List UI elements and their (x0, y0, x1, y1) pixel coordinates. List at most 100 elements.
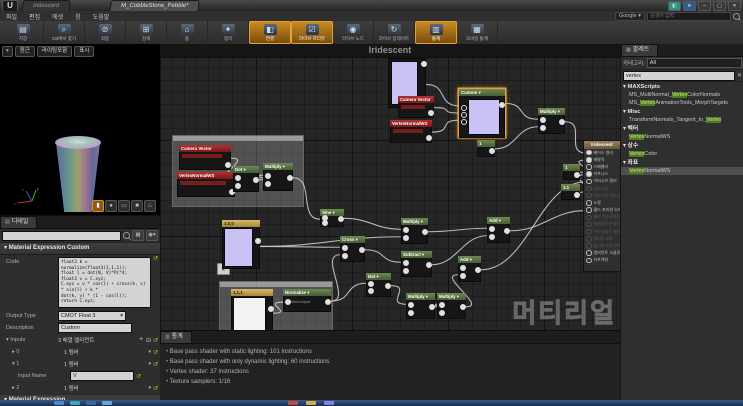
apply-button[interactable]: ⊘적용 (85, 21, 126, 44)
comment-header[interactable] (173, 136, 303, 141)
viewport-show-button[interactable]: 표시 (74, 46, 95, 57)
menu-asset[interactable]: 에셋 (52, 14, 64, 21)
palette-search-input[interactable] (623, 70, 735, 81)
menu-window[interactable]: 창 (75, 14, 81, 21)
material-pin-0[interactable]: 베이스 컬러 (584, 149, 620, 156)
taskbar-icon[interactable] (86, 401, 96, 405)
maximize-button[interactable]: ▢ (713, 1, 726, 11)
graph-node-vnws_top[interactable]: VertexNormalWS (390, 120, 432, 143)
add-element-icon[interactable]: + (139, 337, 143, 344)
preview-cube-button[interactable]: ■ (131, 200, 143, 212)
material-pin-2[interactable]: 스페큘러 (584, 163, 620, 170)
clear-search-icon[interactable]: ✕ (736, 73, 742, 79)
menu-file[interactable]: 파일 (6, 14, 18, 21)
details-search-input[interactable] (2, 230, 121, 241)
palette-category-벡터[interactable]: ▾ 벡터 (623, 126, 639, 132)
graph-node-mult3[interactable]: Multiply ▾ (406, 293, 435, 319)
palette-item[interactable]: MS_VertexAnimationTools_MorphTargets (629, 100, 728, 106)
preview-teapot-button[interactable]: ♨ (144, 200, 156, 212)
input-2-reset-icon[interactable]: ↺ (152, 385, 158, 392)
graph-node-c3v_mid[interactable]: 1,0,0 (222, 220, 261, 269)
graph-node-normalize[interactable]: Normalize ▾VectorInput (283, 289, 331, 312)
graph-node-camvec_top[interactable]: Camera Vector (398, 96, 434, 118)
material-pin-8[interactable]: 월드 포지션 오프셋 (584, 207, 620, 214)
palette-item[interactable]: VertexColor (629, 151, 658, 157)
material-pin-9[interactable]: 월드 디스플레이스먼트 (584, 214, 620, 221)
search-icon[interactable] (733, 12, 740, 20)
material-pin-1[interactable]: 메탈릭 (584, 156, 620, 163)
graph-node-add2[interactable]: Add ▾ (458, 256, 481, 282)
material-pin-13[interactable]: 클리어 코트 러프니스 (584, 242, 620, 249)
graph-node-cross[interactable]: Cross ▾ (340, 236, 365, 262)
preview-plane-button[interactable]: ▭ (118, 200, 130, 212)
input-name-field[interactable] (70, 371, 134, 382)
graph-node-custom[interactable]: Custom ▾ (459, 89, 505, 138)
minimize-button[interactable]: ─ (698, 1, 711, 11)
preview-sphere-button[interactable]: ● (105, 200, 117, 212)
description-input[interactable] (58, 323, 132, 334)
live-nodes-button[interactable]: ◉라이브 노드 (333, 21, 374, 44)
web-search-input[interactable] (647, 11, 731, 21)
input-1-dropdown-icon[interactable]: ▾ (148, 361, 151, 368)
clean-up-button[interactable]: ✦정리 (208, 21, 249, 44)
inputs-reset-icon[interactable]: ↺ (152, 337, 158, 344)
input-2-dropdown-icon[interactable]: ▾ (148, 385, 151, 392)
preview-cylinder-button[interactable]: ▮ (92, 200, 104, 212)
palette-category-dropdown[interactable]: All (646, 58, 742, 68)
palette-category-Misc[interactable]: ▾ Misc (623, 109, 641, 115)
graph-node-subtract[interactable]: Subtract ▾ (401, 251, 432, 277)
details-view-options-icon[interactable]: ◉▾ (146, 230, 158, 241)
find-in-cb-button[interactable]: ⌕CB에서 찾기 (44, 21, 85, 44)
save-button[interactable]: ▤저장 (3, 21, 44, 44)
taskbar-icon[interactable] (102, 401, 112, 405)
viewport-lit-button[interactable]: 라이팅포함 (36, 46, 73, 57)
graph-node-vnws2[interactable]: VertexNormalWS (177, 172, 235, 197)
material-pin-15[interactable]: 리프랙션 (584, 257, 620, 264)
menu-edit[interactable]: 편집 (29, 14, 41, 21)
graph-node-mult_top[interactable]: Multiply ▾ (538, 108, 565, 134)
output-type-dropdown[interactable]: CMOT Float 3 (58, 311, 126, 322)
code-reset-icon[interactable]: ↺ (152, 256, 158, 262)
graph-node-const_b[interactable]: 1 (563, 164, 580, 180)
input-0-dropdown-icon[interactable]: ▾ (148, 349, 151, 356)
input-name-reset-icon[interactable]: ↺ (136, 373, 142, 380)
graph-node-const_a[interactable]: 1 (477, 140, 495, 157)
taskbar-icon[interactable] (324, 401, 334, 405)
mobile-stats-button[interactable]: ▦모바일 통계 (457, 21, 498, 44)
palette-item[interactable]: TransformNormals_Tangent_to_Vertex (629, 117, 722, 123)
taskbar-icon[interactable] (54, 401, 64, 405)
input-1-label[interactable]: ▾ 1 (12, 361, 20, 368)
close-button[interactable]: ✕ (728, 1, 741, 11)
tab-details[interactable]: ▤디테일 (0, 216, 38, 228)
material-pin-12[interactable]: 클리어 코트 (584, 235, 620, 242)
connectors-button[interactable]: ◧연결 (249, 21, 291, 44)
material-pin-4[interactable]: 이미시브 컬러 (584, 178, 620, 185)
palette-item[interactable]: VertexNormalWS (629, 134, 671, 140)
search-button[interactable]: ⊞검색 (126, 21, 167, 44)
graph-node-c3v_top[interactable] (388, 58, 427, 108)
code-editor[interactable]: float3 k = normalize(float3(1,1,1)); flo… (58, 257, 151, 308)
graph-node-const_c[interactable]: 1.1 (561, 184, 580, 200)
stats-button[interactable]: ▥통계 (415, 21, 457, 44)
palette-item[interactable]: MS_MultiNormal_VertexColorNormals (629, 92, 721, 98)
palette-category-상수[interactable]: ▾ 상수 (623, 143, 639, 149)
input-0-label[interactable]: ▸ 0 (12, 349, 20, 356)
delete-elements-icon[interactable]: ⊟ (145, 337, 151, 344)
taskbar-icon[interactable] (70, 401, 80, 405)
preview-viewport[interactable]: ▾ 원근 라이팅포함 표시 x y z (0, 44, 160, 215)
input-0-reset-icon[interactable]: ↺ (152, 349, 158, 356)
tab-palette[interactable]: ▦팔레트 (621, 44, 659, 56)
search-engine-dropdown[interactable]: Google ▾ (614, 11, 645, 21)
graph-node-dot1[interactable]: Dot ▾ (233, 166, 259, 192)
comment-header[interactable] (220, 282, 332, 287)
palette-category-좌표[interactable]: ▾ 좌표 (623, 160, 639, 166)
graph-node-c3v_white[interactable]: 1,1,1 (231, 289, 274, 330)
palette-category-MAXScripts[interactable]: ▾ MAXScripts (623, 84, 661, 90)
details-filter-icon[interactable]: ▦ (132, 230, 144, 241)
graph-node-camvec2[interactable]: Camera Vector (179, 145, 231, 170)
graph-node-add1[interactable]: Add ▾ (487, 217, 510, 243)
live-preview-button[interactable]: ☑라이브 프리뷰 (291, 21, 333, 44)
input-1-reset-icon[interactable]: ↺ (152, 361, 158, 368)
material-pin-10[interactable]: 테셀레이션 멀티플라이어 (584, 221, 620, 228)
